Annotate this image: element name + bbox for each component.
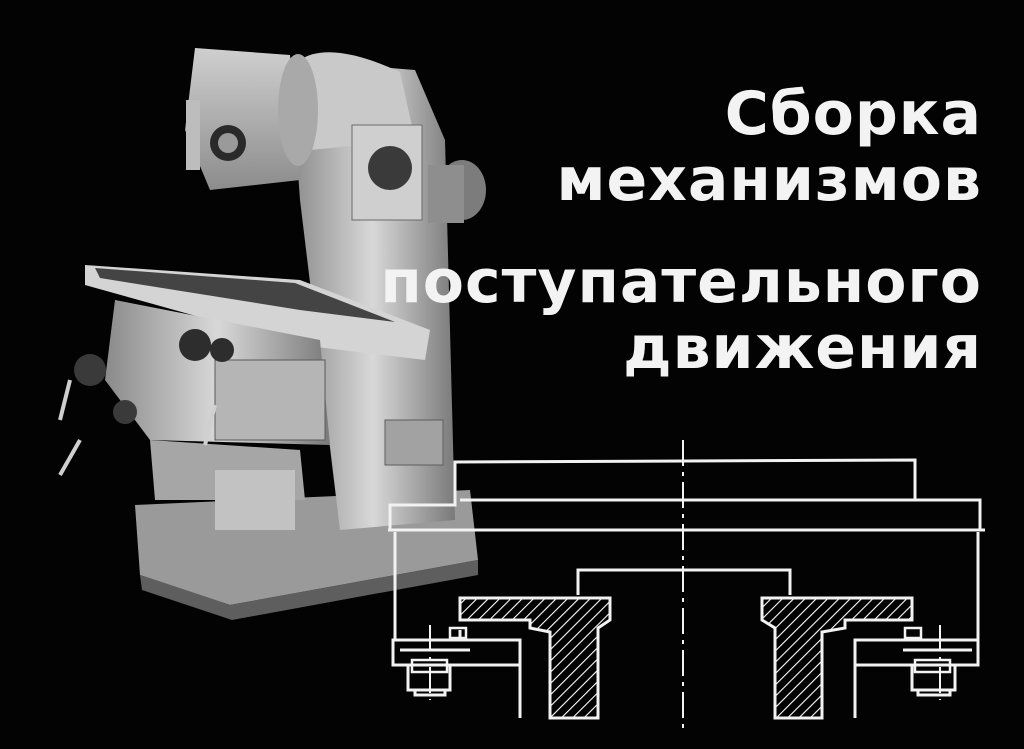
title-line-3: поступательного <box>380 247 982 317</box>
title-line-4: движения <box>623 313 982 383</box>
title-line-1: Сборка <box>724 79 982 149</box>
title-line-2: механизмов <box>556 145 982 215</box>
